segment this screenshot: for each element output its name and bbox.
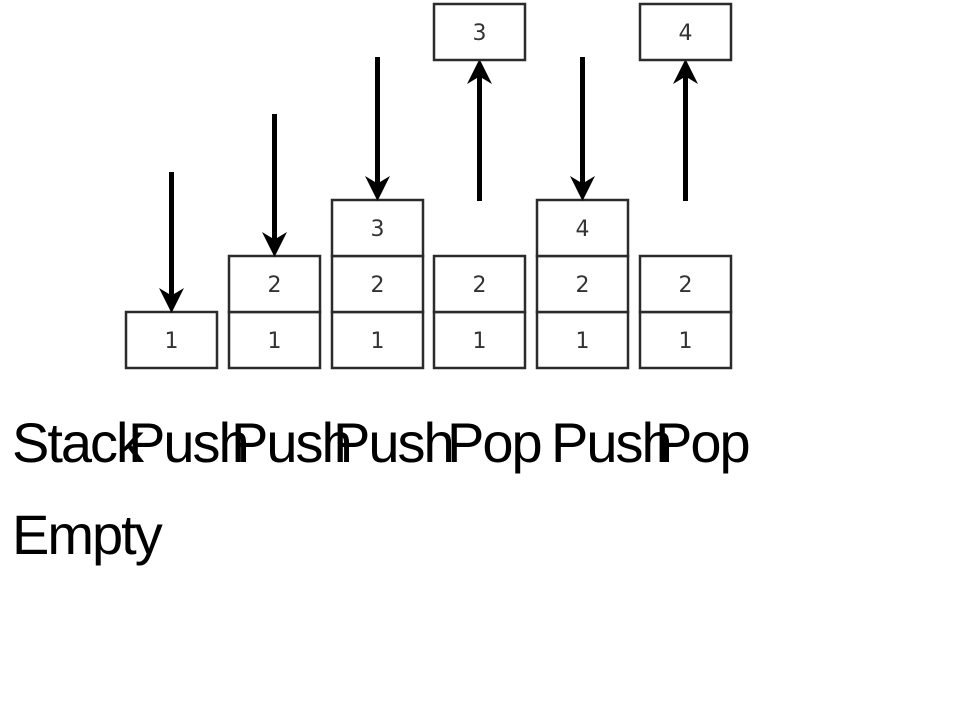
step-caption-3-0: Push xyxy=(333,411,453,474)
stack-cell-4-0-box xyxy=(432,310,527,370)
stack-cell-4-1-box xyxy=(432,254,527,314)
stack-cell-5-2-label: 4 xyxy=(576,217,590,242)
stack-cell-4-0-label: 1 xyxy=(473,329,487,354)
popped-cell-6-label: 4 xyxy=(679,21,693,46)
stack-cell-5-1-label: 2 xyxy=(576,273,590,298)
step-caption-6-0: Pop xyxy=(655,411,749,474)
popped-cell-4-box xyxy=(432,2,527,62)
stack-cell-5-2: 4 xyxy=(535,198,630,258)
stack-cell-1-0: 1 xyxy=(124,310,219,370)
popped-cell-6-box xyxy=(638,2,733,62)
stack-cell-2-0-box xyxy=(227,310,322,370)
step-caption-0-0: Stack xyxy=(12,411,145,474)
step-caption-5-0: Push xyxy=(551,411,671,474)
stack-cell-4-1-label: 2 xyxy=(473,273,487,298)
stack-cell-6-1: 2 xyxy=(638,254,733,314)
stack-cell-1-0-label: 1 xyxy=(165,329,179,354)
step-caption-4-0: Pop xyxy=(447,411,541,474)
stack-cell-3-1: 2 xyxy=(330,254,425,314)
popped-cell-6: 4 xyxy=(638,2,733,62)
step-caption-1-0: Push xyxy=(128,411,248,474)
stack-cell-6-1-label: 2 xyxy=(679,273,693,298)
stack-cell-1-0-box xyxy=(124,310,219,370)
stack-cell-5-0: 1 xyxy=(535,310,630,370)
stack-cell-5-0-box xyxy=(535,310,630,370)
stack-cell-5-1: 2 xyxy=(535,254,630,314)
stack-cell-2-0: 1 xyxy=(227,310,322,370)
stack-cell-5-0-label: 1 xyxy=(576,329,590,354)
stack-cell-6-0-label: 1 xyxy=(679,329,693,354)
stack-cell-3-2: 3 xyxy=(330,198,425,258)
step-caption-2-0: Push xyxy=(231,411,351,474)
stack-cell-3-0-label: 1 xyxy=(371,329,385,354)
stack-cell-6-1-box xyxy=(638,254,733,314)
stack-cell-2-1-label: 2 xyxy=(268,273,282,298)
popped-cell-4-label: 3 xyxy=(473,21,487,46)
stack-cell-6-0: 1 xyxy=(638,310,733,370)
stack-cell-3-1-label: 2 xyxy=(371,273,385,298)
stack-cell-2-0-label: 1 xyxy=(268,329,282,354)
step-caption-0-1: Empty xyxy=(12,503,163,566)
stack-cell-5-1-box xyxy=(535,254,630,314)
stack-cell-3-0: 1 xyxy=(330,310,425,370)
stack-cell-3-2-label: 3 xyxy=(371,217,385,242)
stack-cell-4-0: 1 xyxy=(432,310,527,370)
stack-cell-6-0-box xyxy=(638,310,733,370)
stack-cell-2-1: 2 xyxy=(227,254,322,314)
stack-cell-5-2-box xyxy=(535,198,630,258)
stack-cell-4-1: 2 xyxy=(432,254,527,314)
popped-cell-4: 3 xyxy=(432,2,527,62)
